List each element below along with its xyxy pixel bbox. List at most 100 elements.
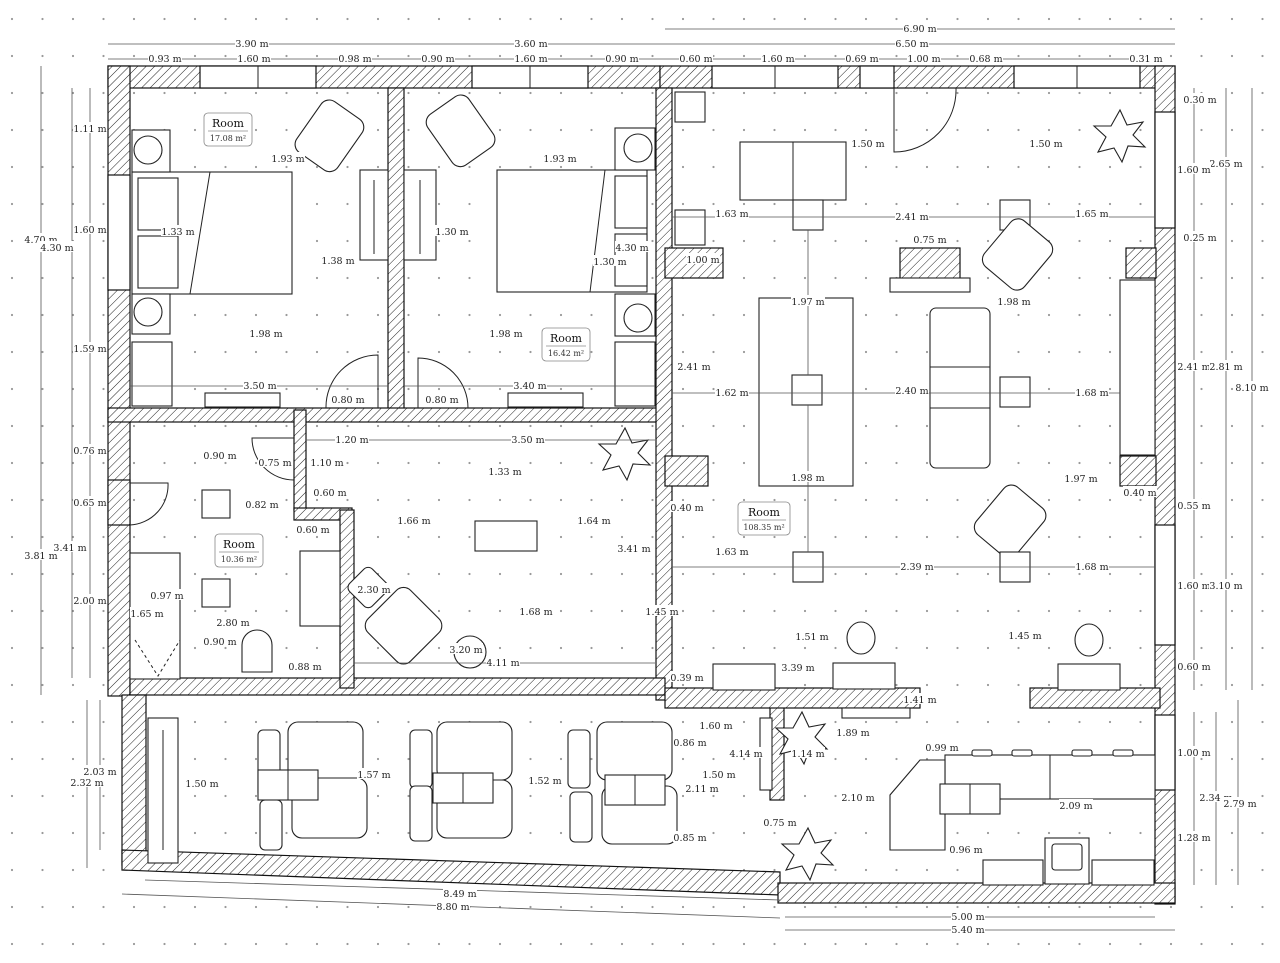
room-name: Room bbox=[550, 332, 583, 345]
dimension-label: 1.20 m bbox=[335, 435, 368, 446]
room-label-2[interactable]: Room 16.42 m² bbox=[541, 327, 591, 362]
dimension-label: 4.11 m bbox=[486, 658, 519, 669]
dimension-label: 1.98 m bbox=[791, 473, 824, 484]
dimension-label: 0.86 m bbox=[673, 738, 706, 749]
dimension-label-bg bbox=[488, 465, 522, 476]
dimension-label-bg bbox=[949, 843, 983, 854]
dimension-label: 2.34 m bbox=[1199, 793, 1232, 804]
dimension-label-bg bbox=[1177, 499, 1211, 510]
dimension-label-bg bbox=[895, 37, 929, 48]
dimension-label-bg bbox=[514, 52, 548, 63]
dimension-label-bg bbox=[237, 52, 271, 63]
dimension-label-bg bbox=[543, 152, 577, 163]
dimension-label-bg bbox=[335, 433, 369, 444]
dimension-label: 1.98 m bbox=[249, 329, 282, 340]
dimension-label-bg bbox=[321, 254, 355, 265]
dimension-label-bg bbox=[895, 210, 929, 221]
room-name: Room bbox=[223, 538, 256, 551]
dimension-label: 1.98 m bbox=[997, 297, 1030, 308]
dimension-label-bg bbox=[489, 327, 523, 338]
dimension-label-bg bbox=[436, 900, 470, 911]
dimension-label-bg bbox=[24, 549, 58, 560]
dimension-label-bg bbox=[519, 605, 553, 616]
dimension-label-bg bbox=[851, 137, 885, 148]
dimension-label-bg bbox=[1183, 93, 1217, 104]
dimension-label: 1.60 m bbox=[73, 225, 106, 236]
dimension-label-bg bbox=[397, 514, 431, 525]
dimension-label-bg bbox=[903, 693, 937, 704]
dimension-label: 0.96 m bbox=[949, 845, 982, 856]
dimension-label: 0.60 m bbox=[296, 525, 329, 536]
dimension-label-bg bbox=[421, 52, 455, 63]
dimension-label-bg bbox=[841, 791, 875, 802]
dimension-label-bg bbox=[781, 661, 815, 672]
dimension-label-bg bbox=[425, 393, 459, 404]
dimension-label: 2.41 m bbox=[895, 212, 928, 223]
dimension-label-bg bbox=[528, 774, 562, 785]
dimension-label: 3.60 m bbox=[514, 39, 547, 50]
dimension-label: 1.52 m bbox=[528, 776, 561, 787]
dimension-label-bg bbox=[677, 360, 711, 371]
dimension-label: 0.82 m bbox=[245, 500, 278, 511]
dimension-label: 0.90 m bbox=[605, 54, 638, 65]
dimension-label-bg bbox=[435, 225, 469, 236]
dimension-label: 1.50 m bbox=[1029, 139, 1062, 150]
dimension-label-bg bbox=[673, 736, 707, 747]
dimension-label: 6.50 m bbox=[895, 39, 928, 50]
dimension-label-bg bbox=[288, 660, 322, 671]
dimension-label: 8.80 m bbox=[436, 902, 469, 913]
dimension-label-bg bbox=[1235, 381, 1269, 392]
dimension-label: 2.39 m bbox=[900, 562, 933, 573]
dimension-label-bg bbox=[1177, 163, 1211, 174]
dimension-label: 0.69 m bbox=[845, 54, 878, 65]
dimension-label: 2.32 m bbox=[70, 778, 103, 789]
dimension-label-bg bbox=[836, 726, 870, 737]
room-area: 16.42 m² bbox=[548, 349, 584, 358]
dimension-label: 1.63 m bbox=[715, 209, 748, 220]
dimension-label: 1.66 m bbox=[397, 516, 430, 527]
dimension-label-bg bbox=[1177, 831, 1211, 842]
dimension-label: 0.31 m bbox=[1129, 54, 1162, 65]
dimension-label-bg bbox=[235, 37, 269, 48]
dimension-label: 0.98 m bbox=[338, 54, 371, 65]
dimension-label-bg bbox=[40, 241, 74, 252]
dimension-label-bg bbox=[761, 52, 795, 63]
dimension-label: 0.85 m bbox=[673, 833, 706, 844]
dimension-label-bg bbox=[1123, 486, 1157, 497]
dimension-label-bg bbox=[791, 747, 825, 758]
dimension-label-bg bbox=[24, 233, 58, 244]
dimension-label-bg bbox=[1029, 137, 1063, 148]
dimension-label: 2.40 m bbox=[895, 386, 928, 397]
dimension-label-bg bbox=[1209, 360, 1243, 371]
dimension-label-bg bbox=[673, 831, 707, 842]
furniture bbox=[129, 91, 1156, 886]
dimension-label: 0.90 m bbox=[203, 637, 236, 648]
dimension-label: 1.51 m bbox=[795, 632, 828, 643]
dimension-label: 8.49 m bbox=[443, 889, 476, 900]
dimension-label: 1.97 m bbox=[791, 297, 824, 308]
dimension-label-bg bbox=[913, 233, 947, 244]
room-label-4[interactable]: Room 108.35 m² bbox=[737, 501, 791, 536]
windows bbox=[107, 65, 1176, 791]
dimension-label: 0.65 m bbox=[73, 498, 106, 509]
dimension-label: 1.14 m bbox=[791, 749, 824, 760]
dimension-label-bg bbox=[791, 471, 825, 482]
dimension-label-bg bbox=[449, 643, 483, 654]
dimension-label: 1.98 m bbox=[489, 329, 522, 340]
room-label-3[interactable]: Room 10.36 m² bbox=[214, 533, 264, 568]
dimension-label-bg bbox=[53, 541, 87, 552]
dimension-label-bg bbox=[83, 765, 117, 776]
dimension-label-bg bbox=[699, 719, 733, 730]
dimension-label-bg bbox=[486, 656, 520, 667]
room-label-1[interactable]: Room 17.08 m² bbox=[203, 112, 253, 147]
dimension-label-bg bbox=[203, 449, 237, 460]
room-area: 17.08 m² bbox=[210, 134, 246, 143]
dimension-label: 0.40 m bbox=[670, 503, 703, 514]
dimension-label-bg bbox=[900, 560, 934, 571]
dimension-label-bg bbox=[925, 741, 959, 752]
dimension-label: 3.39 m bbox=[781, 663, 814, 674]
dimension-label-bg bbox=[670, 671, 704, 682]
dimension-label: 1.93 m bbox=[543, 154, 576, 165]
dimension-label-bg bbox=[357, 583, 391, 594]
